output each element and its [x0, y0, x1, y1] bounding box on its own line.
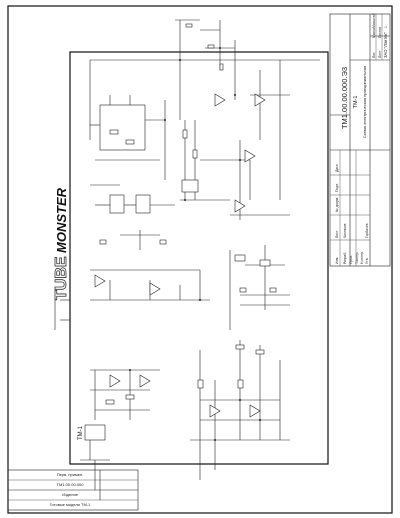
sheet-title: Схема электрическая принципиальная: [362, 66, 367, 138]
revision-header-change: Изм.: [335, 257, 339, 264]
developer-label: Разраб.: [343, 252, 347, 264]
side-stamp: Перв. примен. ТМ1.00.00.000 Изделие Гото…: [7, 469, 139, 511]
title-block: ТМ1.00.00.000.Э3 ТМ-1 Схема электрическа…: [329, 13, 391, 267]
tech-label: Т.контр.: [355, 252, 359, 264]
checker-label: Пров.: [349, 255, 353, 264]
document-designation: ТМ1.00.00.000.Э3: [340, 67, 349, 129]
product-label: Изделие: [62, 492, 79, 497]
product-name: ТМ-1: [353, 96, 359, 109]
developer-name: Чистяков: [343, 223, 347, 238]
sheet-label: Лист: [378, 50, 382, 58]
approver-label: Утв.: [365, 257, 369, 264]
logo-tube: TUBE: [53, 256, 70, 300]
revision-header-doc: № докум.: [335, 197, 339, 212]
passive-components: [99, 23, 277, 405]
scale-header: Масштаб: [372, 13, 376, 28]
stage-header: Лит.: [372, 52, 376, 58]
primary-use-value: ТМ1.00.00.000: [57, 482, 85, 487]
norm-label: Н.контр.: [360, 251, 364, 264]
revision-header-sheet: Лист: [335, 230, 339, 238]
schematic-border: [69, 51, 329, 465]
company-name: ЗАО "Лэнтек": [383, 32, 388, 58]
sheets-count: 1: [384, 26, 388, 28]
revision-header-sign: Подп.: [335, 183, 339, 192]
mass-header: Масса: [372, 28, 376, 38]
product-value: Готовые модели ТМ-1: [50, 502, 91, 507]
left-column-label: ТМ-1: [78, 425, 84, 440]
revision-row: Изм. Лист № докум. Подп. Дата: [335, 164, 339, 264]
logo-monster: MONSTER: [54, 187, 69, 253]
revision-header-date: Дата: [335, 164, 339, 172]
approver-name: Горбачев: [365, 223, 369, 238]
tube-monster-logo: TUBE MONSTER: [53, 187, 71, 300]
sheets-label: Листов: [378, 27, 382, 38]
outer-frame: [7, 5, 393, 514]
primary-use-label: Перв. примен.: [57, 472, 84, 477]
junction-dots: [129, 47, 261, 441]
amplifier-symbols: [94, 93, 266, 418]
schematic-wires: [54, 19, 320, 500]
